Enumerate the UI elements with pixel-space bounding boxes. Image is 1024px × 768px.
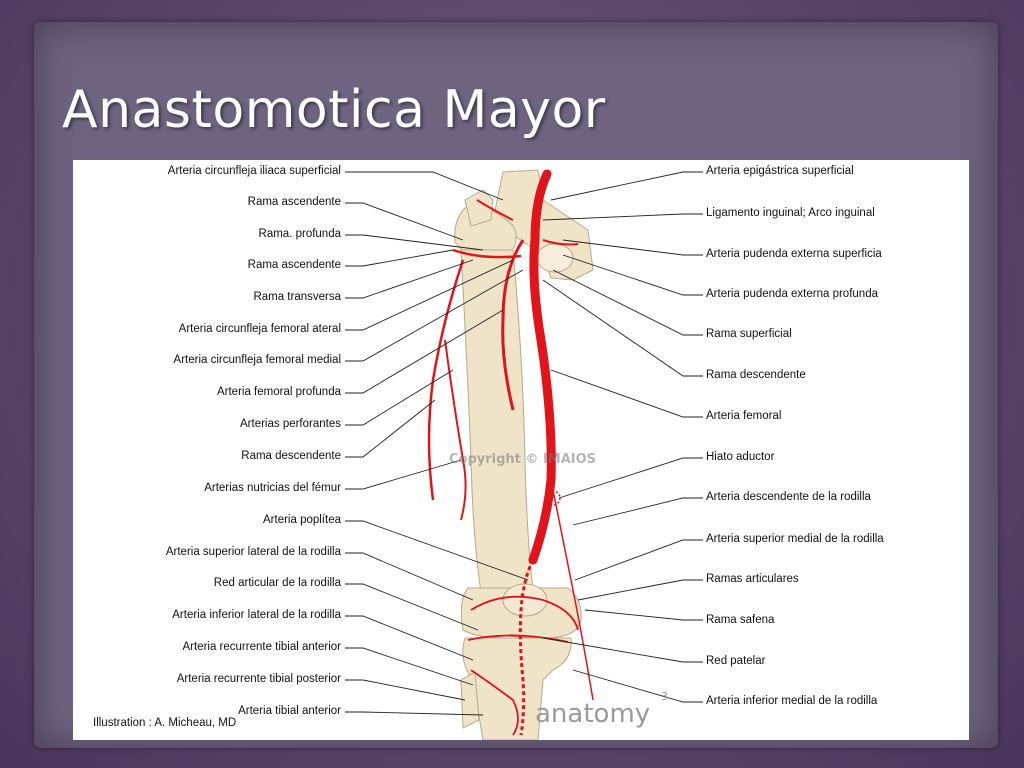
left-leader-lines — [345, 171, 529, 716]
label-rama-descendente-left: Rama descendente — [241, 450, 341, 462]
label-rama-transversa: Rama transversa — [253, 291, 341, 303]
label-rama-superficial: Rama superficial — [706, 328, 792, 340]
popliteal-artery — [518, 559, 535, 736]
anatomy-figure: Copyright © IMAIOS Arteria circunfleja i… — [73, 160, 969, 740]
label-femoral-profunda: Arteria femoral profunda — [216, 386, 341, 398]
label-arterias-nutricias: Arterias nutricias del fémur — [204, 482, 341, 494]
label-hiato-aductor: Hiato aductor — [706, 451, 775, 463]
label-rama-descendente-right: Rama descendente — [706, 369, 806, 381]
label-rama-profunda: Rama. profunda — [258, 228, 341, 240]
label-epigastrica-superficial: Arteria epigástrica superficial — [706, 165, 854, 177]
right-leader-lines — [542, 171, 703, 703]
label-circunfleja-femoral-medial: Arteria circunfleja femoral medial — [173, 354, 341, 366]
illustration-credit: Illustration : A. Micheau, MD — [93, 717, 237, 729]
label-rama-ascendente-1: Rama ascendente — [247, 196, 341, 208]
label-arterias-perforantes: Arterias perforantes — [240, 418, 341, 430]
label-tibial-anterior: Arteria tibial anterior — [238, 705, 341, 717]
leg-arteries-illustration — [345, 169, 703, 740]
copyright-watermark: Copyright © IMAIOS — [449, 452, 597, 467]
label-arteria-femoral: Arteria femoral — [706, 410, 782, 422]
patella — [502, 583, 548, 617]
obturator-foramen — [536, 243, 574, 273]
femoral-artery — [528, 169, 556, 565]
label-circunfleja-iliaca: Arteria circunfleja iliaca superficial — [167, 165, 341, 177]
label-ramas-articulares: Ramas articulares — [706, 573, 799, 585]
fibula — [460, 671, 480, 729]
perforating-arteries — [444, 339, 467, 521]
label-superior-lateral-rodilla: Arteria superior lateral de la rodilla — [165, 546, 341, 558]
anatomy-brand-logo: anatomy — [535, 699, 651, 729]
lateral-circumflex-artery — [452, 248, 522, 259]
label-ligamento-inguinal: Ligamento inguinal; Arco inguinal — [706, 207, 875, 219]
external-pudendal — [542, 239, 579, 246]
label-arteria-poplitea: Arteria poplítea — [263, 514, 341, 526]
slide-title: Anastomotica Mayor — [62, 80, 606, 140]
label-rama-safena: Rama safena — [706, 614, 775, 626]
superficial-circumflex-iliac — [476, 199, 514, 221]
label-red-patelar: Red patelar — [706, 655, 766, 667]
label-recurrente-tibial-anterior: Arteria recurrente tibial anterior — [182, 641, 341, 653]
anterior-tibial-recurrent — [470, 669, 519, 736]
label-pudenda-superficial: Arteria pudenda externa superficia — [706, 248, 882, 260]
label-red-articular: Red articular de la rodilla — [213, 577, 341, 589]
label-recurrente-tibial-posterior: Arteria recurrente tibial posterior — [176, 673, 341, 685]
label-rama-ascendente-2: Rama ascendente — [247, 259, 341, 271]
tibia — [462, 637, 572, 740]
saphenous-branch — [550, 479, 594, 701]
label-inferior-lateral-rodilla: Arteria inferior lateral de la rodilla — [172, 609, 341, 621]
genicular-network — [470, 595, 579, 631]
label-circunfleja-femoral-lateral: Arteria circunfleja femoral ateral — [178, 323, 341, 335]
descending-branch — [427, 259, 465, 501]
label-inferior-medial-rodilla: Arteria inferior medial de la rodilla — [706, 695, 878, 707]
page-number: 3 — [661, 690, 668, 703]
label-descendente-rodilla: Arteria descendente de la rodilla — [706, 491, 871, 503]
femur-shaft — [460, 249, 534, 593]
label-pudenda-profunda: Arteria pudenda externa profunda — [706, 288, 878, 300]
label-superior-medial-rodilla: Arteria superior medial de la rodilla — [706, 533, 884, 545]
patellar-network — [467, 634, 569, 643]
